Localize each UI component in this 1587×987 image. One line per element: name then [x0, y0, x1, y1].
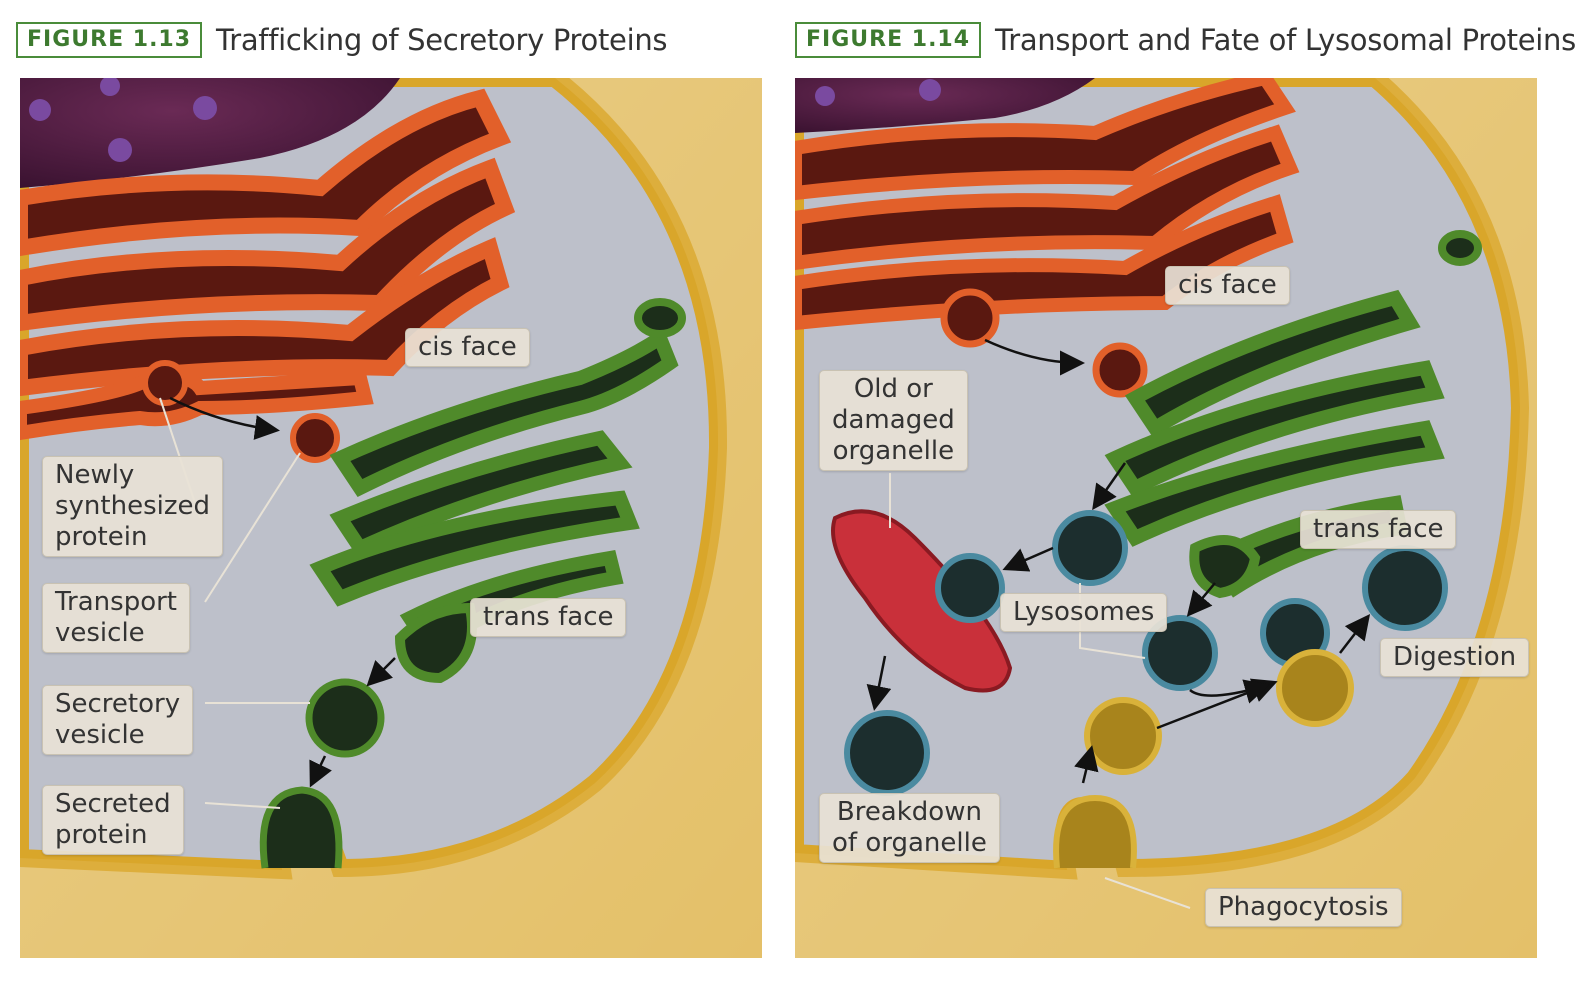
label-secretory-vesicle: Secretory vesicle [42, 685, 194, 755]
arrow-lysosome-to-phagolysosome [1189, 679, 1270, 704]
label-lysosomes: Lysosomes [1000, 593, 1168, 632]
arrow-vesicle-to-membrane [309, 755, 332, 788]
er-exit-bud [142, 360, 188, 406]
figure-1-13-badge: FIGURE 1.13 [16, 22, 203, 58]
figure-1-14-badge: FIGURE 1.14 [795, 22, 982, 58]
phagolysosome [1276, 649, 1354, 727]
phagosome [1084, 697, 1162, 775]
rough-er [20, 88, 516, 441]
nuclear-pore-icon [108, 138, 132, 162]
nuclear-pore-icon [100, 78, 120, 96]
damaged-mitochondrion [831, 509, 1013, 693]
arrow-phagocytosis-to-phagosome [1074, 745, 1099, 784]
label-old-damaged-organelle: Old or damaged organelle [819, 370, 968, 471]
arrow-to-digestion [1339, 614, 1371, 654]
phagocytic-cup [1053, 794, 1137, 869]
arrow-golgi-to-vesicle [366, 657, 396, 687]
nuclear-pore-icon [919, 79, 941, 101]
label-newly-synthesized-protein: Newly synthesized protein [42, 456, 223, 557]
arrow-lysosome-to-mitochondrion [1002, 546, 1054, 572]
lysosome-fusing [935, 553, 1005, 623]
plasma-membrane [795, 78, 1537, 958]
nucleus [795, 78, 1095, 133]
secretory-vesicle [305, 678, 385, 758]
lysosome [1142, 615, 1218, 691]
transport-vesicle [290, 413, 340, 463]
transport-vesicle [1092, 342, 1148, 398]
figure-1-13-header: FIGURE 1.13 Trafficking of Secretory Pro… [16, 20, 668, 60]
figure-1-14-header: FIGURE 1.14 Transport and Fate of Lysoso… [795, 20, 1576, 60]
arrow-er-to-vesicle [984, 338, 1085, 376]
arrow-to-breakdown [866, 655, 892, 711]
lysosome [1052, 510, 1128, 586]
digestion-lysosome [1362, 545, 1448, 631]
arrow-er-to-vesicle [169, 396, 280, 440]
figure-1-13-title: Trafficking of Secretory Proteins [216, 23, 668, 57]
label-trans-face: trans face [470, 598, 627, 637]
figure-1-14-title: Transport and Fate of Lysosomal Proteins [995, 23, 1576, 57]
figure-1-13-illustration: cis face trans face Newly synthesized pr… [20, 78, 762, 958]
exocytosis-vesicle [259, 786, 343, 869]
label-breakdown-of-organelle: Breakdown of organelle [819, 793, 1000, 863]
plasma-membrane [20, 78, 762, 958]
golgi-apparatus [309, 298, 686, 684]
label-phagocytosis: Phagocytosis [1205, 888, 1402, 927]
label-digestion: Digestion [1380, 638, 1530, 677]
breakdown-lysosome [844, 710, 930, 796]
label-cis-face: cis face [1165, 266, 1290, 305]
secretory-pathway-illustration [20, 78, 762, 958]
label-secreted-protein: Secreted protein [42, 785, 184, 855]
label-trans-face: trans face [1300, 510, 1457, 549]
arrow-golgi-to-lysosome [1092, 462, 1127, 511]
nuclear-pore-icon [815, 86, 835, 106]
arrow-golgi-to-lysosome-2 [1186, 582, 1216, 617]
label-transport-vesicle: Transport vesicle [42, 583, 191, 653]
nuclear-pore-icon [193, 96, 217, 120]
nuclear-pore-icon [29, 99, 51, 121]
figure-1-14-illustration: cis face trans face Old or damaged organ… [795, 78, 1537, 958]
label-cis-face: cis face [405, 328, 530, 367]
er-exit-bud [940, 288, 1000, 348]
